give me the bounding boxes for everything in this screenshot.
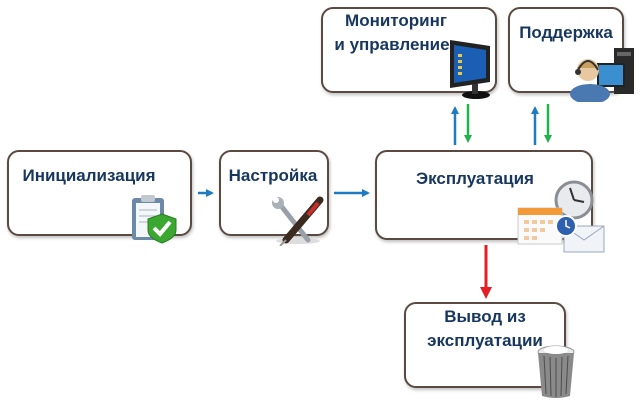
node-configuration-label: Настройка [228,166,318,185]
node-support-label: Поддержка [519,23,613,42]
monitor-icon [450,40,490,99]
node-decommission-label-line2: эксплуатации [427,331,543,350]
clipboard-check-icon [132,195,177,244]
node-decommission [404,302,566,388]
node-decommission-label-line1: Вывод из [444,307,526,326]
node-configuration [219,150,329,236]
wrench-screwdriver-icon [272,196,324,246]
node-initialization [7,150,192,236]
node-initialization-label: Инициализация [22,166,156,185]
clock-calendar-mail-icon [517,180,605,253]
node-monitoring-label-line1: Мониторинг [345,11,447,30]
node-monitoring-label-line2: и управление [334,35,450,54]
support-operator-icon [570,48,634,102]
node-operation-label: Эксплуатация [416,169,534,188]
trash-bin-icon [537,345,575,398]
